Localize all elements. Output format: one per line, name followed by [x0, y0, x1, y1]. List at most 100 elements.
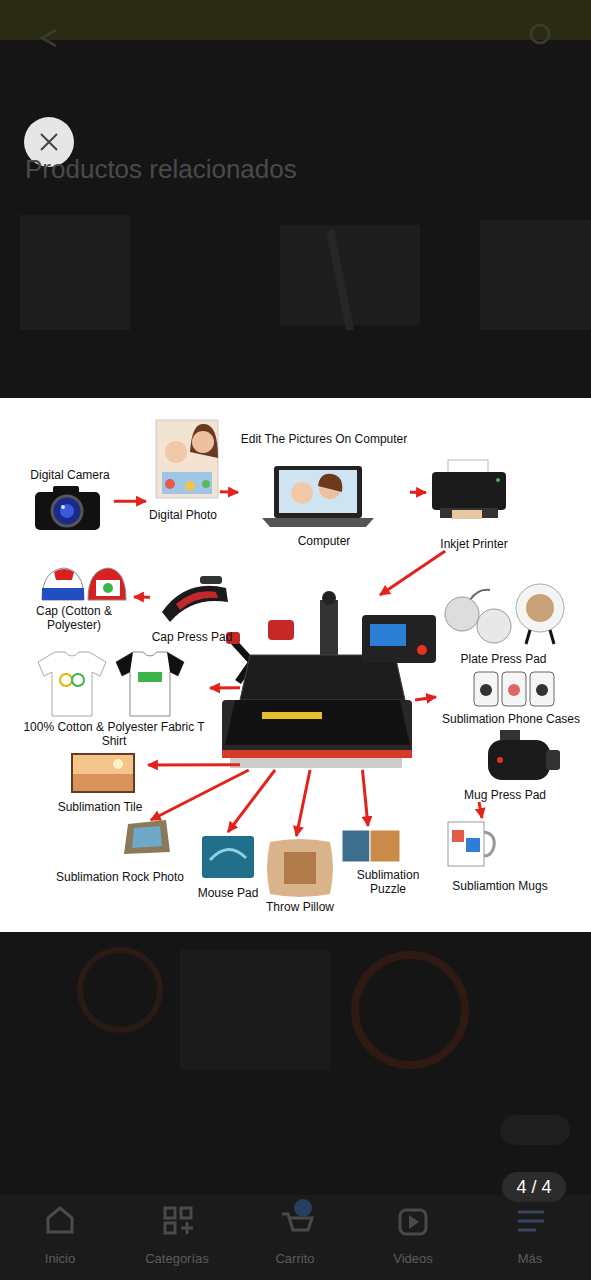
- heat-press-picture-part: [362, 615, 436, 663]
- t-shirts-picture-part: [138, 672, 162, 682]
- step-heading: Edit The Pictures On Computer: [238, 432, 410, 446]
- bottom-nav: [0, 1195, 591, 1280]
- mug-press-picture-part: [500, 730, 520, 740]
- diagram-panel-part: [0, 398, 591, 932]
- caps-picture-part: [42, 588, 84, 600]
- bottom-nav-part: [0, 1195, 591, 1280]
- laptop-picture: [262, 466, 374, 527]
- mouse-pad-picture: [202, 836, 254, 878]
- camera-picture-part: [61, 505, 65, 509]
- dimmed-page-part: [531, 25, 549, 43]
- flow-arrow: [380, 551, 445, 595]
- plate-press-picture-part: [445, 597, 479, 631]
- product-item: Sublimation Tile: [52, 752, 148, 814]
- printer-picture-part: [440, 508, 498, 518]
- dimmed-page-part: [330, 230, 350, 330]
- mug-picture-part: [452, 830, 464, 842]
- cap-press-pad-picture-part: [200, 576, 222, 584]
- mouse-pad-picture-part: [202, 836, 254, 878]
- plate-press-picture-part: [526, 630, 554, 644]
- pillow-picture: [267, 839, 333, 897]
- plate-press-picture-part: [477, 609, 511, 643]
- rock-photo-picture-part: [132, 826, 162, 848]
- laptop-picture-part: [279, 470, 357, 513]
- laptop-picture-part: [274, 466, 362, 518]
- printer-picture-part: [496, 478, 500, 482]
- heat-press: [240, 595, 415, 770]
- product-item: Mouse Pad: [196, 832, 260, 900]
- mug-picture: [448, 822, 494, 866]
- product-item: Sublimation Phone Cases: [436, 668, 586, 726]
- camera-picture-part: [52, 496, 82, 526]
- flow-arrow: [148, 763, 240, 766]
- item-label: Inkjet Printer: [426, 537, 522, 551]
- item-label: Throw Pillow: [264, 900, 336, 914]
- flow-arrow: [479, 802, 482, 818]
- item-label: Sublimation Phone Cases: [436, 712, 586, 726]
- photo-picture-part: [165, 479, 175, 489]
- dimmed-page-part: [180, 950, 330, 1070]
- photo-picture-part: [165, 441, 187, 463]
- heat-press-picture-part: [268, 620, 294, 640]
- item-label: Plate Press Pad: [442, 652, 565, 666]
- puzzle-picture-part: [370, 830, 400, 862]
- cap-press-pad-picture: [162, 576, 228, 622]
- device-item: Digital Photo: [146, 418, 220, 522]
- photo-picture-part: [162, 472, 212, 494]
- bottom-nav-part: [181, 1222, 193, 1234]
- caps-picture-part: [88, 568, 126, 600]
- bottom-nav-part: [165, 1223, 175, 1233]
- heat-press-picture-part: [226, 632, 240, 644]
- item-label: Mouse Pad: [196, 886, 260, 900]
- puzzle-picture-part: [342, 830, 370, 862]
- mug-press-picture-part: [546, 750, 560, 770]
- flow-arrow: [410, 491, 426, 494]
- device-item: Digital Camera: [26, 468, 114, 532]
- close-button: [24, 117, 74, 167]
- product-item: Cap (Cotton & Polyester): [14, 562, 134, 632]
- page-counter-pill: [502, 1172, 566, 1202]
- pillow-picture-part: [284, 852, 316, 884]
- nav-label: Categorías: [127, 1250, 227, 1268]
- bottom-nav-part: [294, 1199, 312, 1217]
- tile-picture-part: [113, 759, 123, 769]
- product-item: 100% Cotton & Polyester Fabric T Shirt: [18, 648, 210, 748]
- flow-arrow: [134, 596, 150, 599]
- heat-press-picture-part: [262, 712, 322, 719]
- item-label: Digital Camera: [26, 468, 114, 482]
- diagram-panel: [0, 398, 591, 932]
- dimmed-page-part: [500, 1115, 570, 1145]
- mug-picture-part: [466, 838, 480, 852]
- rock-photo-picture-part: [124, 820, 170, 854]
- phone-cases-picture-part: [474, 672, 498, 706]
- plate-press-picture: [445, 584, 564, 644]
- phone-cases-picture-part: [536, 684, 548, 696]
- mug-press-picture: [488, 730, 560, 780]
- flow-arrow: [114, 500, 146, 503]
- phone-cases-picture-part: [502, 672, 526, 706]
- bottom-nav-part: [409, 1215, 419, 1229]
- heat-press-picture: [222, 591, 436, 768]
- flow-arrow: [151, 770, 249, 820]
- printer-picture: [432, 460, 506, 519]
- bottom-nav-part: [48, 1208, 72, 1232]
- photo-picture-part: [202, 480, 210, 488]
- dimmed-page-part: [480, 220, 591, 330]
- nav-label: Inicio: [20, 1250, 100, 1268]
- mug-picture-part: [448, 822, 484, 866]
- flow-arrow: [363, 770, 369, 826]
- caps-picture-part: [54, 569, 74, 580]
- rock-photo-picture: [124, 820, 170, 854]
- phone-cases-picture-part: [480, 684, 492, 696]
- camera-picture-part: [35, 492, 100, 530]
- page-counter: 4 / 4: [502, 1172, 566, 1202]
- photo-picture-part: [185, 481, 195, 491]
- flow-arrow: [415, 697, 436, 700]
- cap-press-pad-picture-part: [162, 586, 228, 622]
- mug-press-picture-part: [488, 740, 550, 780]
